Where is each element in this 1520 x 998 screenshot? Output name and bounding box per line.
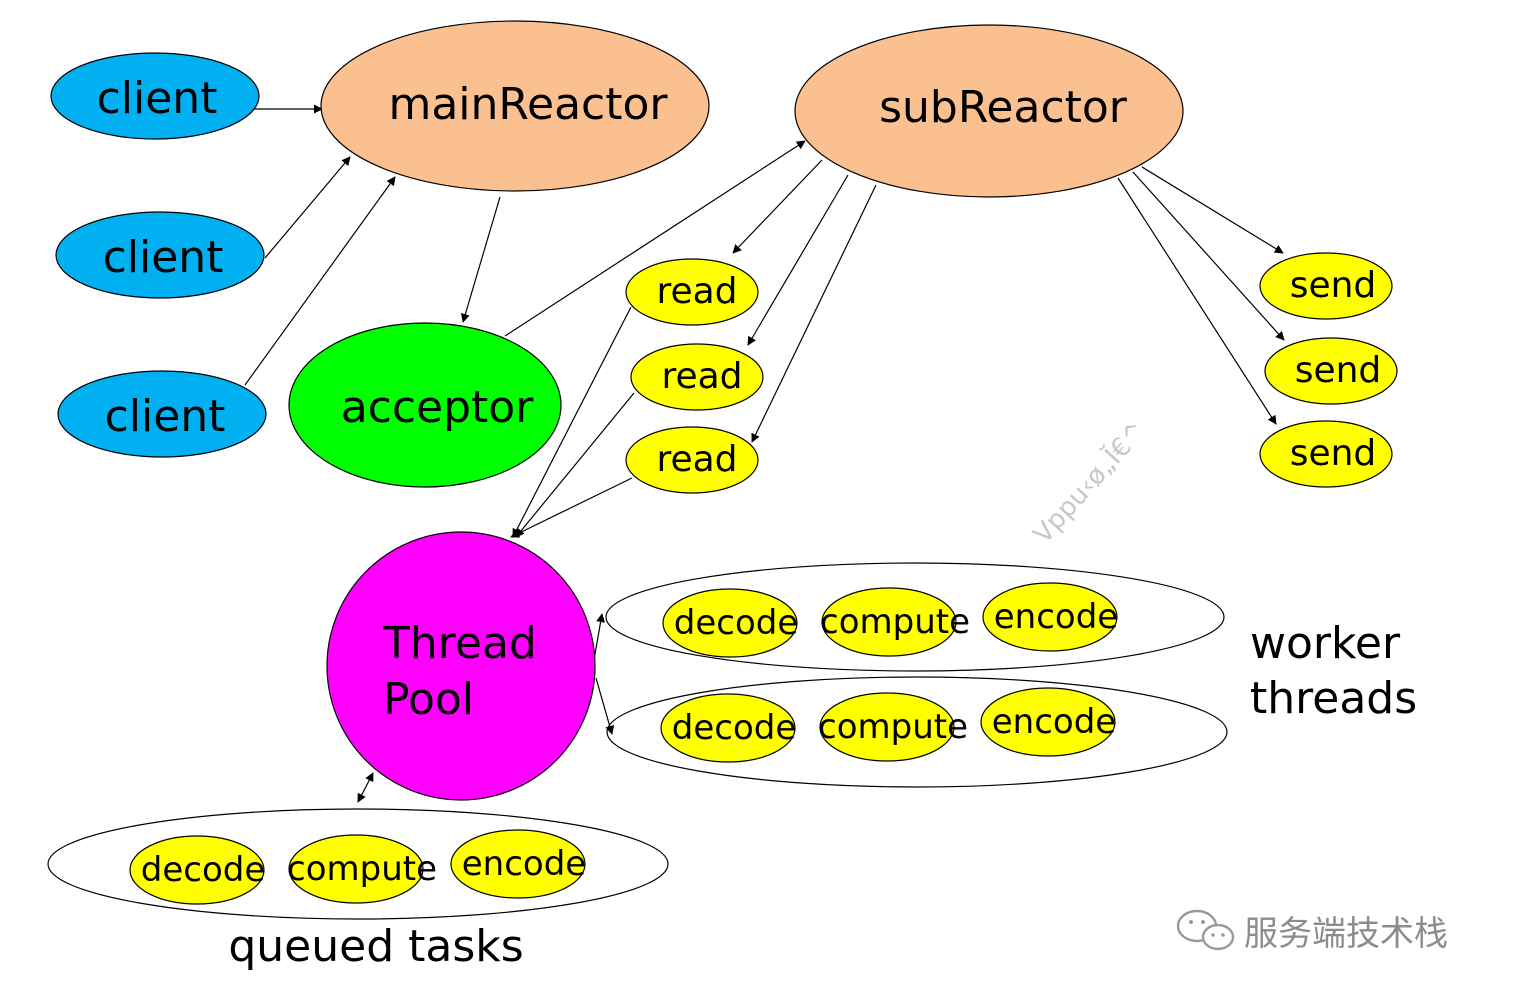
edge-client2-mainreactor bbox=[264, 156, 351, 259]
send-shape bbox=[1264, 337, 1398, 405]
main-reactor-label: mainReactor bbox=[388, 79, 668, 130]
encode-shape bbox=[982, 582, 1118, 652]
watermark-text: Vppu‹ø„Ĭ€^ bbox=[1026, 415, 1152, 550]
edge-subreactor-read3 bbox=[751, 184, 877, 443]
read-node-2: read bbox=[630, 343, 764, 411]
decode-label: decode bbox=[672, 708, 797, 748]
edge-subreactor-send2 bbox=[1132, 171, 1285, 341]
encode-label: encode bbox=[462, 844, 586, 884]
encode-shape bbox=[980, 687, 1116, 757]
edge-worker1-threadpool bbox=[593, 613, 606, 661]
encode-label: encode bbox=[994, 597, 1118, 637]
decode-shape bbox=[662, 588, 798, 658]
worker-group-outline bbox=[606, 676, 1228, 788]
send-shape bbox=[1259, 420, 1393, 488]
read-shape bbox=[625, 258, 759, 326]
edge-subreactor-send3 bbox=[1117, 177, 1277, 425]
thread-pool-node: Thread Pool bbox=[326, 531, 596, 801]
edge-threadpool-queue bbox=[357, 772, 374, 803]
edge-read1-threadpool bbox=[512, 306, 632, 538]
queued-task-group: decode compute encode bbox=[47, 808, 669, 920]
worker-thread-group-2: decode compute encode bbox=[606, 676, 1228, 788]
sub-reactor-label: subReactor bbox=[879, 82, 1128, 133]
read-node-1: read bbox=[625, 258, 759, 326]
compute-label: compute bbox=[818, 707, 968, 747]
brand-mark: 服务端技术栈 bbox=[1176, 909, 1448, 954]
client-label: client bbox=[97, 73, 218, 124]
send-node-1: send bbox=[1259, 252, 1393, 320]
client-label: client bbox=[103, 232, 224, 283]
thread-pool-shape bbox=[326, 531, 596, 801]
send-label: send bbox=[1295, 350, 1382, 391]
compute-shape bbox=[821, 587, 957, 657]
client-node-3: client bbox=[57, 370, 267, 458]
edges bbox=[243, 104, 1285, 803]
encode-label: encode bbox=[992, 702, 1116, 742]
client-label: client bbox=[105, 391, 226, 442]
read-label: read bbox=[661, 356, 742, 397]
sub-reactor-shape bbox=[794, 24, 1184, 198]
decode-label: decode bbox=[141, 850, 266, 890]
read-label: read bbox=[656, 271, 737, 312]
read-shape bbox=[630, 343, 764, 411]
edge-acceptor-subreactor bbox=[504, 140, 806, 337]
read-node-3: read bbox=[625, 426, 759, 494]
thread-pool-label-line2: Pool bbox=[383, 674, 474, 725]
compute-label: compute bbox=[820, 602, 970, 642]
read-label: read bbox=[656, 439, 737, 480]
sub-reactor-node: subReactor bbox=[794, 24, 1184, 198]
acceptor-label: acceptor bbox=[341, 382, 535, 433]
edge-subreactor-read1 bbox=[732, 159, 823, 254]
send-label: send bbox=[1290, 265, 1377, 306]
client-shape bbox=[50, 52, 260, 140]
edge-client3-mainreactor bbox=[244, 176, 396, 386]
queued-group-outline bbox=[47, 808, 669, 920]
worker-threads-label-line2: threads bbox=[1250, 673, 1417, 724]
edge-read3-threadpool bbox=[510, 477, 633, 538]
acceptor-shape bbox=[288, 322, 562, 488]
compute-label: compute bbox=[287, 849, 437, 889]
read-shape bbox=[625, 426, 759, 494]
compute-shape bbox=[819, 692, 955, 762]
worker-threads-label-line1: worker bbox=[1250, 618, 1401, 669]
edge-subreactor-read2 bbox=[747, 174, 849, 346]
acceptor-node: acceptor bbox=[288, 322, 562, 488]
encode-shape bbox=[450, 829, 586, 899]
queued-tasks-label: queued tasks bbox=[228, 921, 523, 972]
thread-pool-label-line1: Thread bbox=[382, 618, 537, 669]
send-label: send bbox=[1290, 433, 1377, 474]
send-node-2: send bbox=[1264, 337, 1398, 405]
worker-thread-group-1: decode compute encode bbox=[605, 562, 1225, 672]
send-node-3: send bbox=[1259, 420, 1393, 488]
main-reactor-shape bbox=[320, 20, 710, 192]
worker-group-outline bbox=[605, 562, 1225, 672]
send-shape bbox=[1259, 252, 1393, 320]
client-node-2: client bbox=[55, 211, 265, 299]
client-node-1: client bbox=[50, 52, 260, 140]
brand-text: 服务端技术栈 bbox=[1244, 914, 1448, 954]
edge-subreactor-send1 bbox=[1141, 166, 1284, 254]
edge-mainreactor-acceptor bbox=[460, 196, 501, 323]
client-shape bbox=[55, 211, 265, 299]
edge-read2-threadpool bbox=[515, 392, 635, 538]
decode-shape bbox=[129, 835, 265, 905]
client-shape bbox=[57, 370, 267, 458]
main-reactor-node: mainReactor bbox=[320, 20, 710, 192]
compute-shape bbox=[288, 834, 424, 904]
decode-shape bbox=[660, 693, 796, 763]
decode-label: decode bbox=[674, 603, 799, 643]
wechat-icon bbox=[1176, 909, 1235, 951]
